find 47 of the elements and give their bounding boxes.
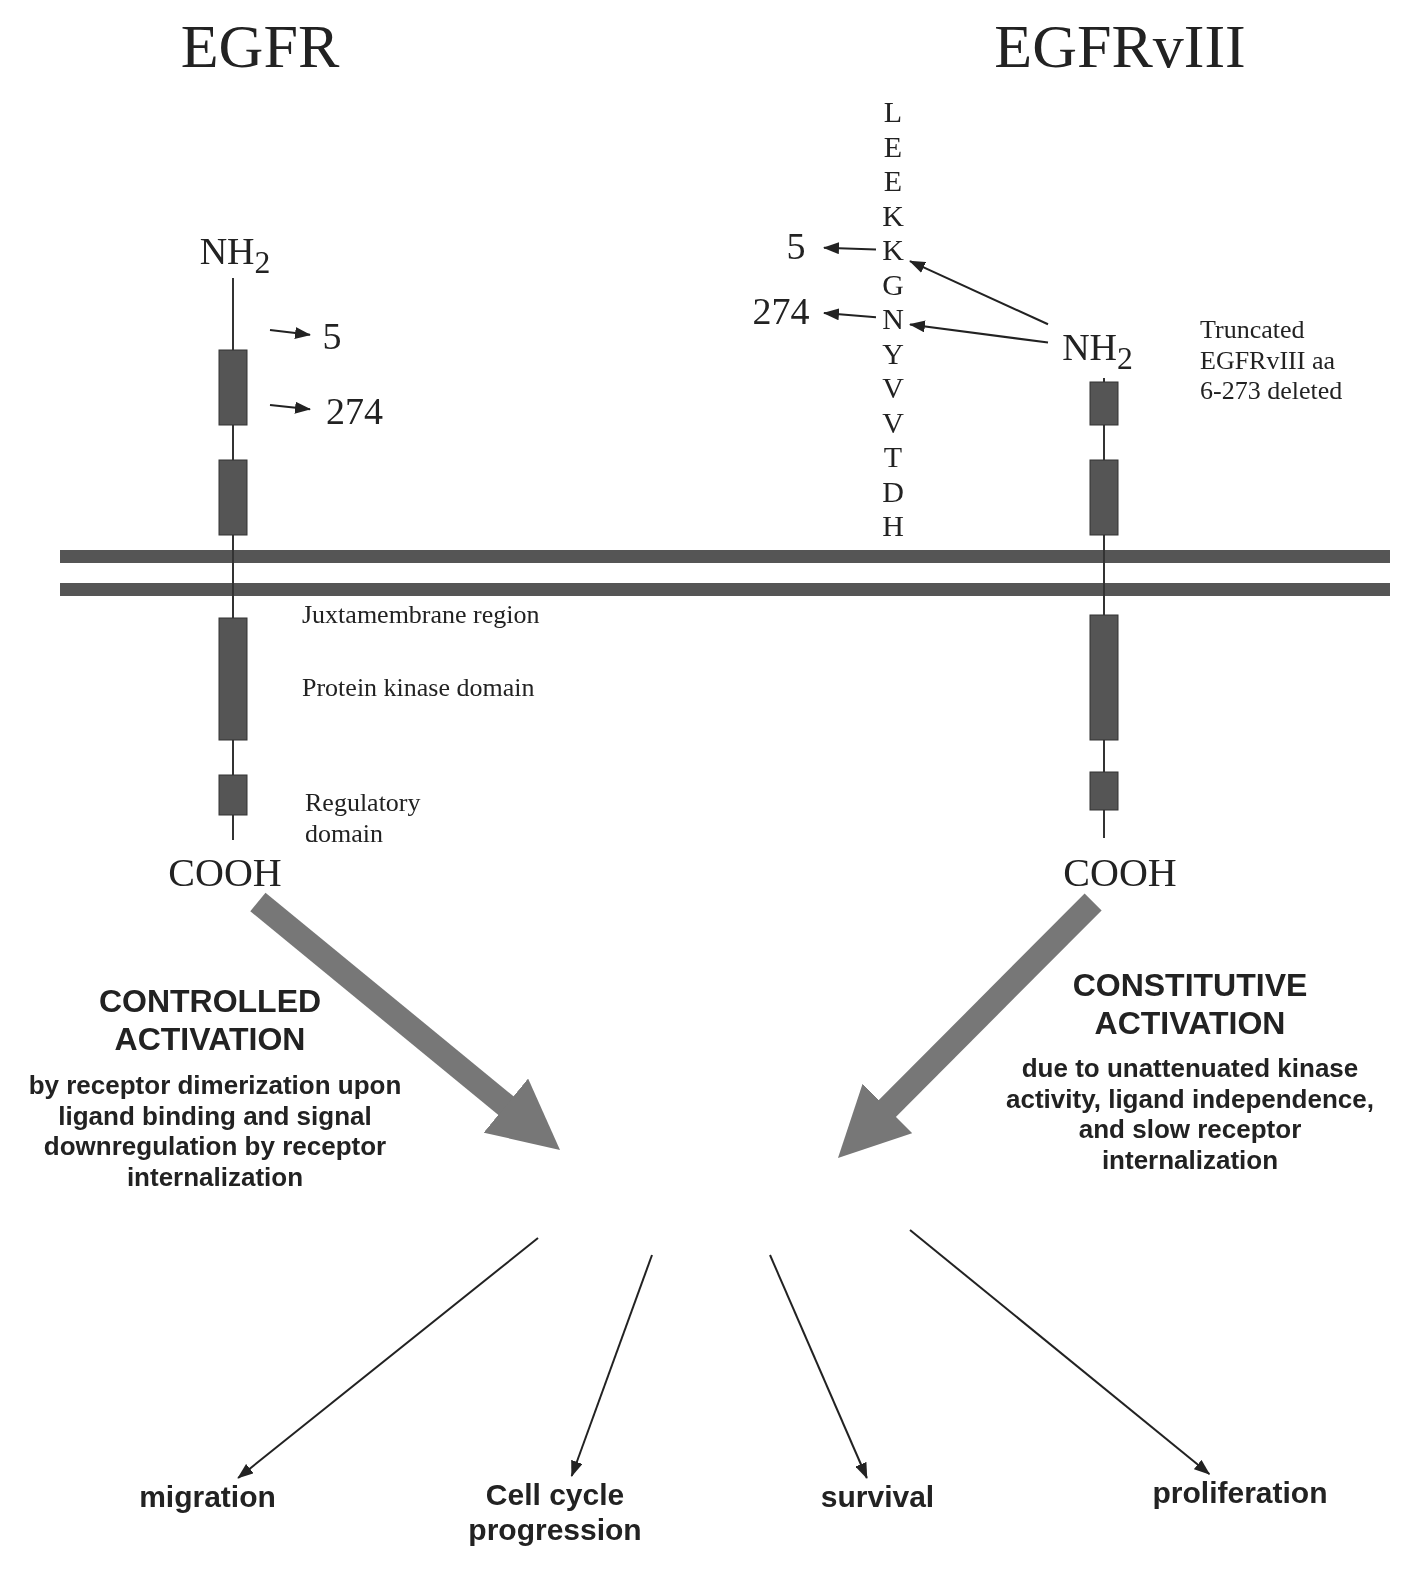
amino-acid-letter: K bbox=[878, 233, 908, 267]
amino-acid-letter: V bbox=[878, 405, 908, 440]
arrow bbox=[769, 1254, 868, 1479]
residue-number: 274 bbox=[312, 390, 397, 438]
arrow bbox=[909, 320, 1049, 344]
arrow bbox=[269, 401, 311, 414]
amino-acid-letter: G bbox=[878, 267, 908, 302]
terminus-label: COOH bbox=[145, 850, 305, 900]
region-label: Regulatory domain bbox=[305, 788, 422, 850]
outcome-label: survival bbox=[790, 1480, 965, 1525]
description-text: by receptor dimerization upon ligand binding and signal downregulation by receptor internalization bbox=[27, 1070, 403, 1193]
amino-acid-letter: Y bbox=[878, 336, 908, 371]
arrow bbox=[237, 1237, 539, 1479]
arrow bbox=[570, 1254, 653, 1477]
arrow bbox=[909, 260, 1049, 326]
arrow bbox=[269, 327, 311, 339]
terminus-label: NH$_{2}$ bbox=[185, 230, 285, 278]
block-arrow bbox=[838, 893, 1102, 1158]
amino-acid-letter: L bbox=[878, 95, 908, 129]
outcome-label: Cell cycle progression bbox=[430, 1478, 680, 1566]
arrow bbox=[823, 308, 877, 321]
description-text: due to unattenuated kinase activity, ligand independence, and slow receptor internalization bbox=[1005, 1053, 1375, 1176]
terminus-label: COOH bbox=[1040, 850, 1200, 900]
amino-acid-letter: N bbox=[878, 302, 908, 336]
heading: EGFR bbox=[179, 11, 341, 82]
residue-number: 5 bbox=[312, 315, 352, 360]
residue-number: 5 bbox=[770, 225, 822, 270]
section-heading: CONTROLLED ACTIVATION bbox=[97, 983, 323, 1059]
amino-acid-letter: D bbox=[878, 474, 908, 509]
arrow bbox=[909, 1229, 1211, 1475]
outcome-label: migration bbox=[100, 1480, 315, 1525]
section-heading: CONSTITUTIVE ACTIVATION bbox=[1071, 967, 1309, 1043]
amino-acid-letter: T bbox=[878, 440, 908, 474]
annotation-text: Truncated EGFRvIII aa 6-273 deleted bbox=[1200, 315, 1344, 408]
amino-acid-letter: V bbox=[878, 371, 908, 405]
arrow bbox=[823, 242, 877, 255]
region-label: Juxtamembrane region bbox=[302, 600, 541, 631]
terminus-label: NH$_{2}$ bbox=[1050, 326, 1145, 374]
heading: EGFRvIII bbox=[993, 11, 1247, 82]
residue-number: 274 bbox=[740, 290, 822, 338]
region-label: Protein kinase domain bbox=[302, 673, 536, 704]
amino-acid-letter: H bbox=[878, 509, 908, 543]
block-arrow bbox=[250, 892, 560, 1150]
outcome-label: proliferation bbox=[1110, 1476, 1370, 1522]
amino-acid-letter: E bbox=[878, 129, 908, 164]
amino-acid-letter: K bbox=[878, 198, 908, 233]
amino-acid-letter: E bbox=[878, 164, 908, 198]
